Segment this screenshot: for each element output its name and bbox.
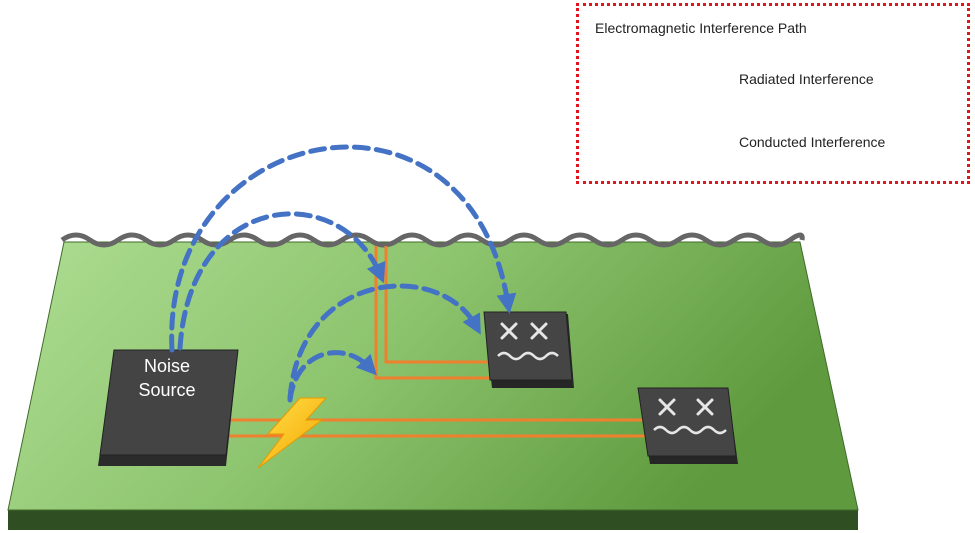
board-cut-edge — [60, 232, 805, 248]
legend-title: Electromagnetic Interference Path — [595, 20, 807, 36]
wave-icon — [653, 425, 727, 435]
receiver-chip-2 — [637, 387, 738, 464]
radiated-arc-small — [287, 350, 377, 403]
legend-conducted-label: Conducted Interference — [739, 134, 886, 150]
radiated-arc-large — [169, 144, 517, 353]
wave-icon — [497, 351, 559, 361]
noise-source-chip — [98, 349, 239, 466]
cross-mark-icon — [500, 322, 548, 340]
noise-source-label-line2: Source — [138, 380, 196, 400]
legend-box: Electromagnetic Interference Path Radiat… — [576, 3, 970, 184]
noise-source-label: Noise Source — [108, 354, 226, 402]
trace-upper-a — [374, 246, 492, 380]
noise-source-label-line1: Noise — [143, 356, 191, 376]
radiated-arc-mid — [287, 283, 481, 401]
radiated-arc-upper — [177, 211, 386, 351]
legend-radiated-label: Radiated Interference — [739, 71, 874, 87]
receiver-chip-1 — [483, 311, 574, 388]
radiated-interference-paths — [169, 144, 517, 403]
lightning-bolt-icon — [257, 397, 328, 469]
cross-mark-icon — [658, 398, 714, 416]
